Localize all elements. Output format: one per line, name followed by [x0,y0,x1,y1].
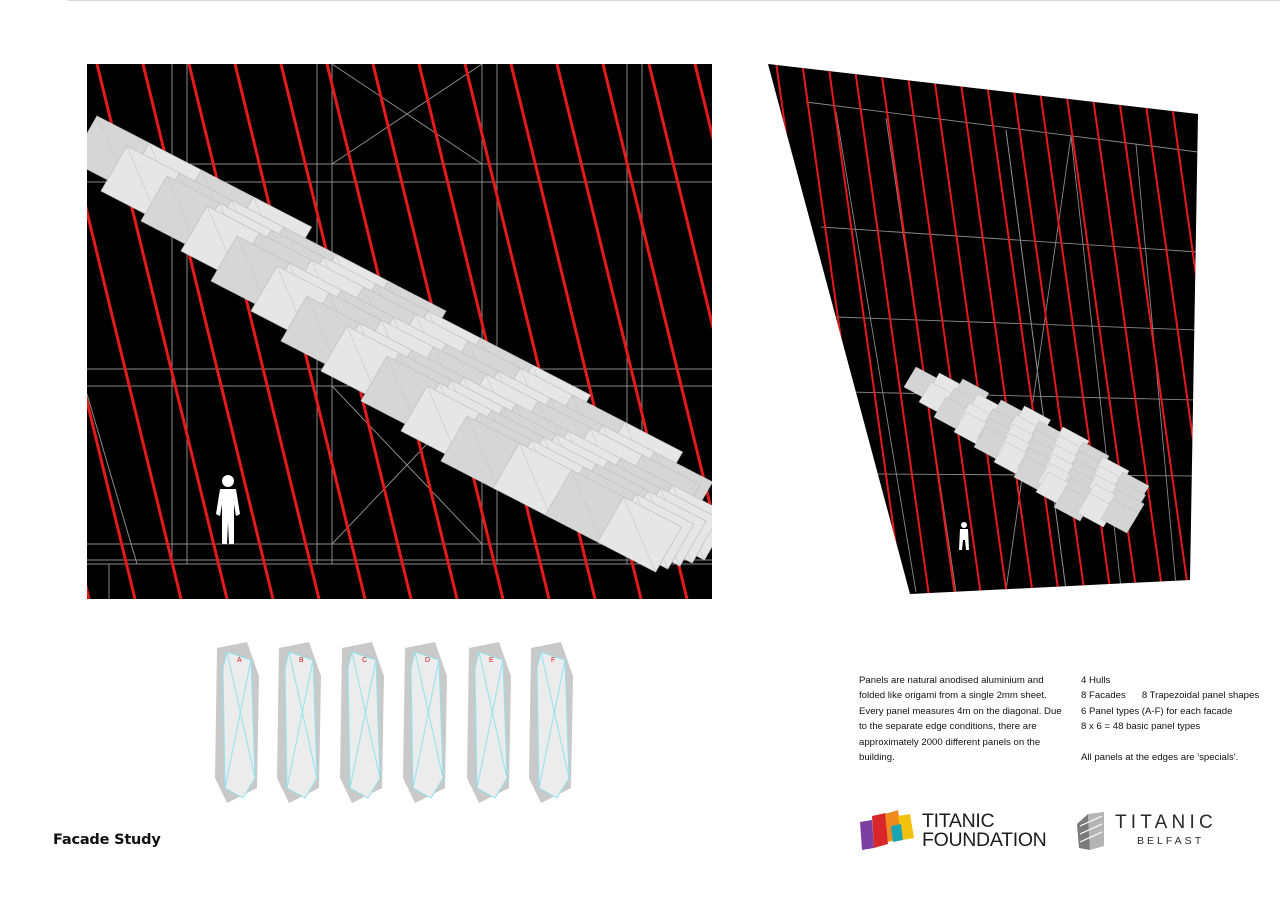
panel-fold [286,659,314,789]
person-head [961,522,967,528]
panel-fold [414,651,444,779]
panel-type-c: C [340,642,384,803]
panel-fold [540,651,570,779]
person-body [959,529,969,550]
belfast-subtitle: BELFAST [1137,835,1205,847]
perspective-red-diagonal [983,64,1060,594]
perspective-panel [1100,498,1140,534]
panel-type-label: B [299,657,304,664]
perspective-red-diagonal [827,64,904,594]
perspective-beam [835,316,1198,331]
stat-edges: All panels at the edges are 'specials'. [1081,751,1239,763]
panel-type-b: B [277,642,321,803]
perspective-red-diagonal [905,64,982,594]
perspective-red-diagonal [1087,64,1164,594]
panel-fold [476,659,504,789]
red-diagonal [87,395,137,599]
fold-line [518,442,552,519]
fold-line [466,415,500,492]
description-line: to the separate edge conditions, there a… [859,721,1037,733]
perspective-red-diagonal [1165,64,1198,594]
human-scale-figure [216,475,240,544]
cladding-panels [87,115,712,573]
red-diagonal [417,64,551,599]
bracing [1005,135,1072,591]
perspective-red-diagonal [768,64,774,594]
panel-fold [351,651,381,779]
foundation-line1: TITANIC [922,810,995,832]
panel-types-diagram: A B C D E F [205,638,595,808]
belfast-wordmark: TITANIC [1115,812,1217,833]
facade-perspective-svg [768,64,1198,594]
panel-fold [226,651,256,779]
description-line: approximately 2000 different panels on t… [859,736,1041,748]
panel-fold [288,651,318,779]
panel-type-label: C [362,657,367,664]
panel-fold [538,659,566,789]
description-line: Every panel measures 4m on the diagonal.… [859,705,1062,717]
titanic-belfast-logo: TITANIC BELFAST [1074,808,1244,854]
perspective-red-diagonal [1113,64,1190,594]
perspective-red-diagonal [879,64,956,594]
panel-type-d: D [403,642,447,803]
red-diagonal [647,64,712,330]
stat-panel-types: 6 Panel types (A-F) for each facade [1081,705,1233,717]
red-diagonal [87,205,183,599]
titanic-foundation-logo: TITANIC FOUNDATION [858,808,1058,854]
fold-line [571,469,604,546]
perspective-beam [805,101,1198,153]
stat-trapezoidal: 8 Trapezoidal panel shapes [1141,690,1260,702]
panel-fold [478,651,508,779]
perspective-red-diagonal [931,64,1008,594]
perspective-column [835,111,917,593]
panel-description: Panels are natural anodised aluminium an… [859,673,1074,765]
facade-perspective-drawing [766,62,1198,596]
stat-facades-row: 8 Facades 8 Trapezoidal panel shapes [1081,688,1279,703]
facade-elevation-svg [87,64,712,599]
panel-fold [349,659,377,789]
description-line: folded like origami from a single 2mm sh… [859,690,1047,702]
perspective-red-diagonal [957,64,1034,594]
person-head [222,475,234,487]
panel-type-label: F [551,657,555,664]
panel-type-label: E [489,657,494,664]
foundation-flags-icon [860,810,914,850]
panel-statistics: 4 Hulls 8 Facades 8 Trapezoidal panel sha… [1081,673,1279,765]
top-rule [68,0,1280,1]
red-diagonal [187,64,321,599]
foundation-wordmark: TITANIC FOUNDATION [922,810,1047,851]
belfast-hull-icon [1077,812,1104,850]
perspective-red-diagonal [1139,64,1198,594]
stat-facades: 8 Facades [1081,690,1126,702]
panel-fold [224,659,252,789]
panel-fold [412,659,440,789]
panel-type-e: E [467,642,511,803]
perspective-human-figure [959,522,969,550]
description-line: Panels are natural anodised aluminium an… [859,675,1044,686]
panel-type-f: F [529,642,573,803]
bracing [1005,129,1067,591]
panel-type-a: A [215,642,259,803]
edge-line [87,393,138,565]
foundation-line2: FOUNDATION [922,829,1047,851]
panel-type-label: D [425,657,430,664]
perspective-cladding-panels [903,366,1150,534]
person-body [216,489,240,544]
bracing [331,64,483,165]
perspective-red-diagonal [853,64,930,594]
facade-elevation-drawing [87,64,712,599]
fold-line [623,496,656,573]
panel-type-label: A [237,657,242,664]
stat-hulls: 4 Hulls [1081,675,1111,686]
perspective-beam [850,391,1198,401]
stat-basic-types: 8 x 6 = 48 basic panel types [1081,721,1201,733]
description-line: building. [859,752,895,764]
page-title: Facade Study [53,832,161,848]
